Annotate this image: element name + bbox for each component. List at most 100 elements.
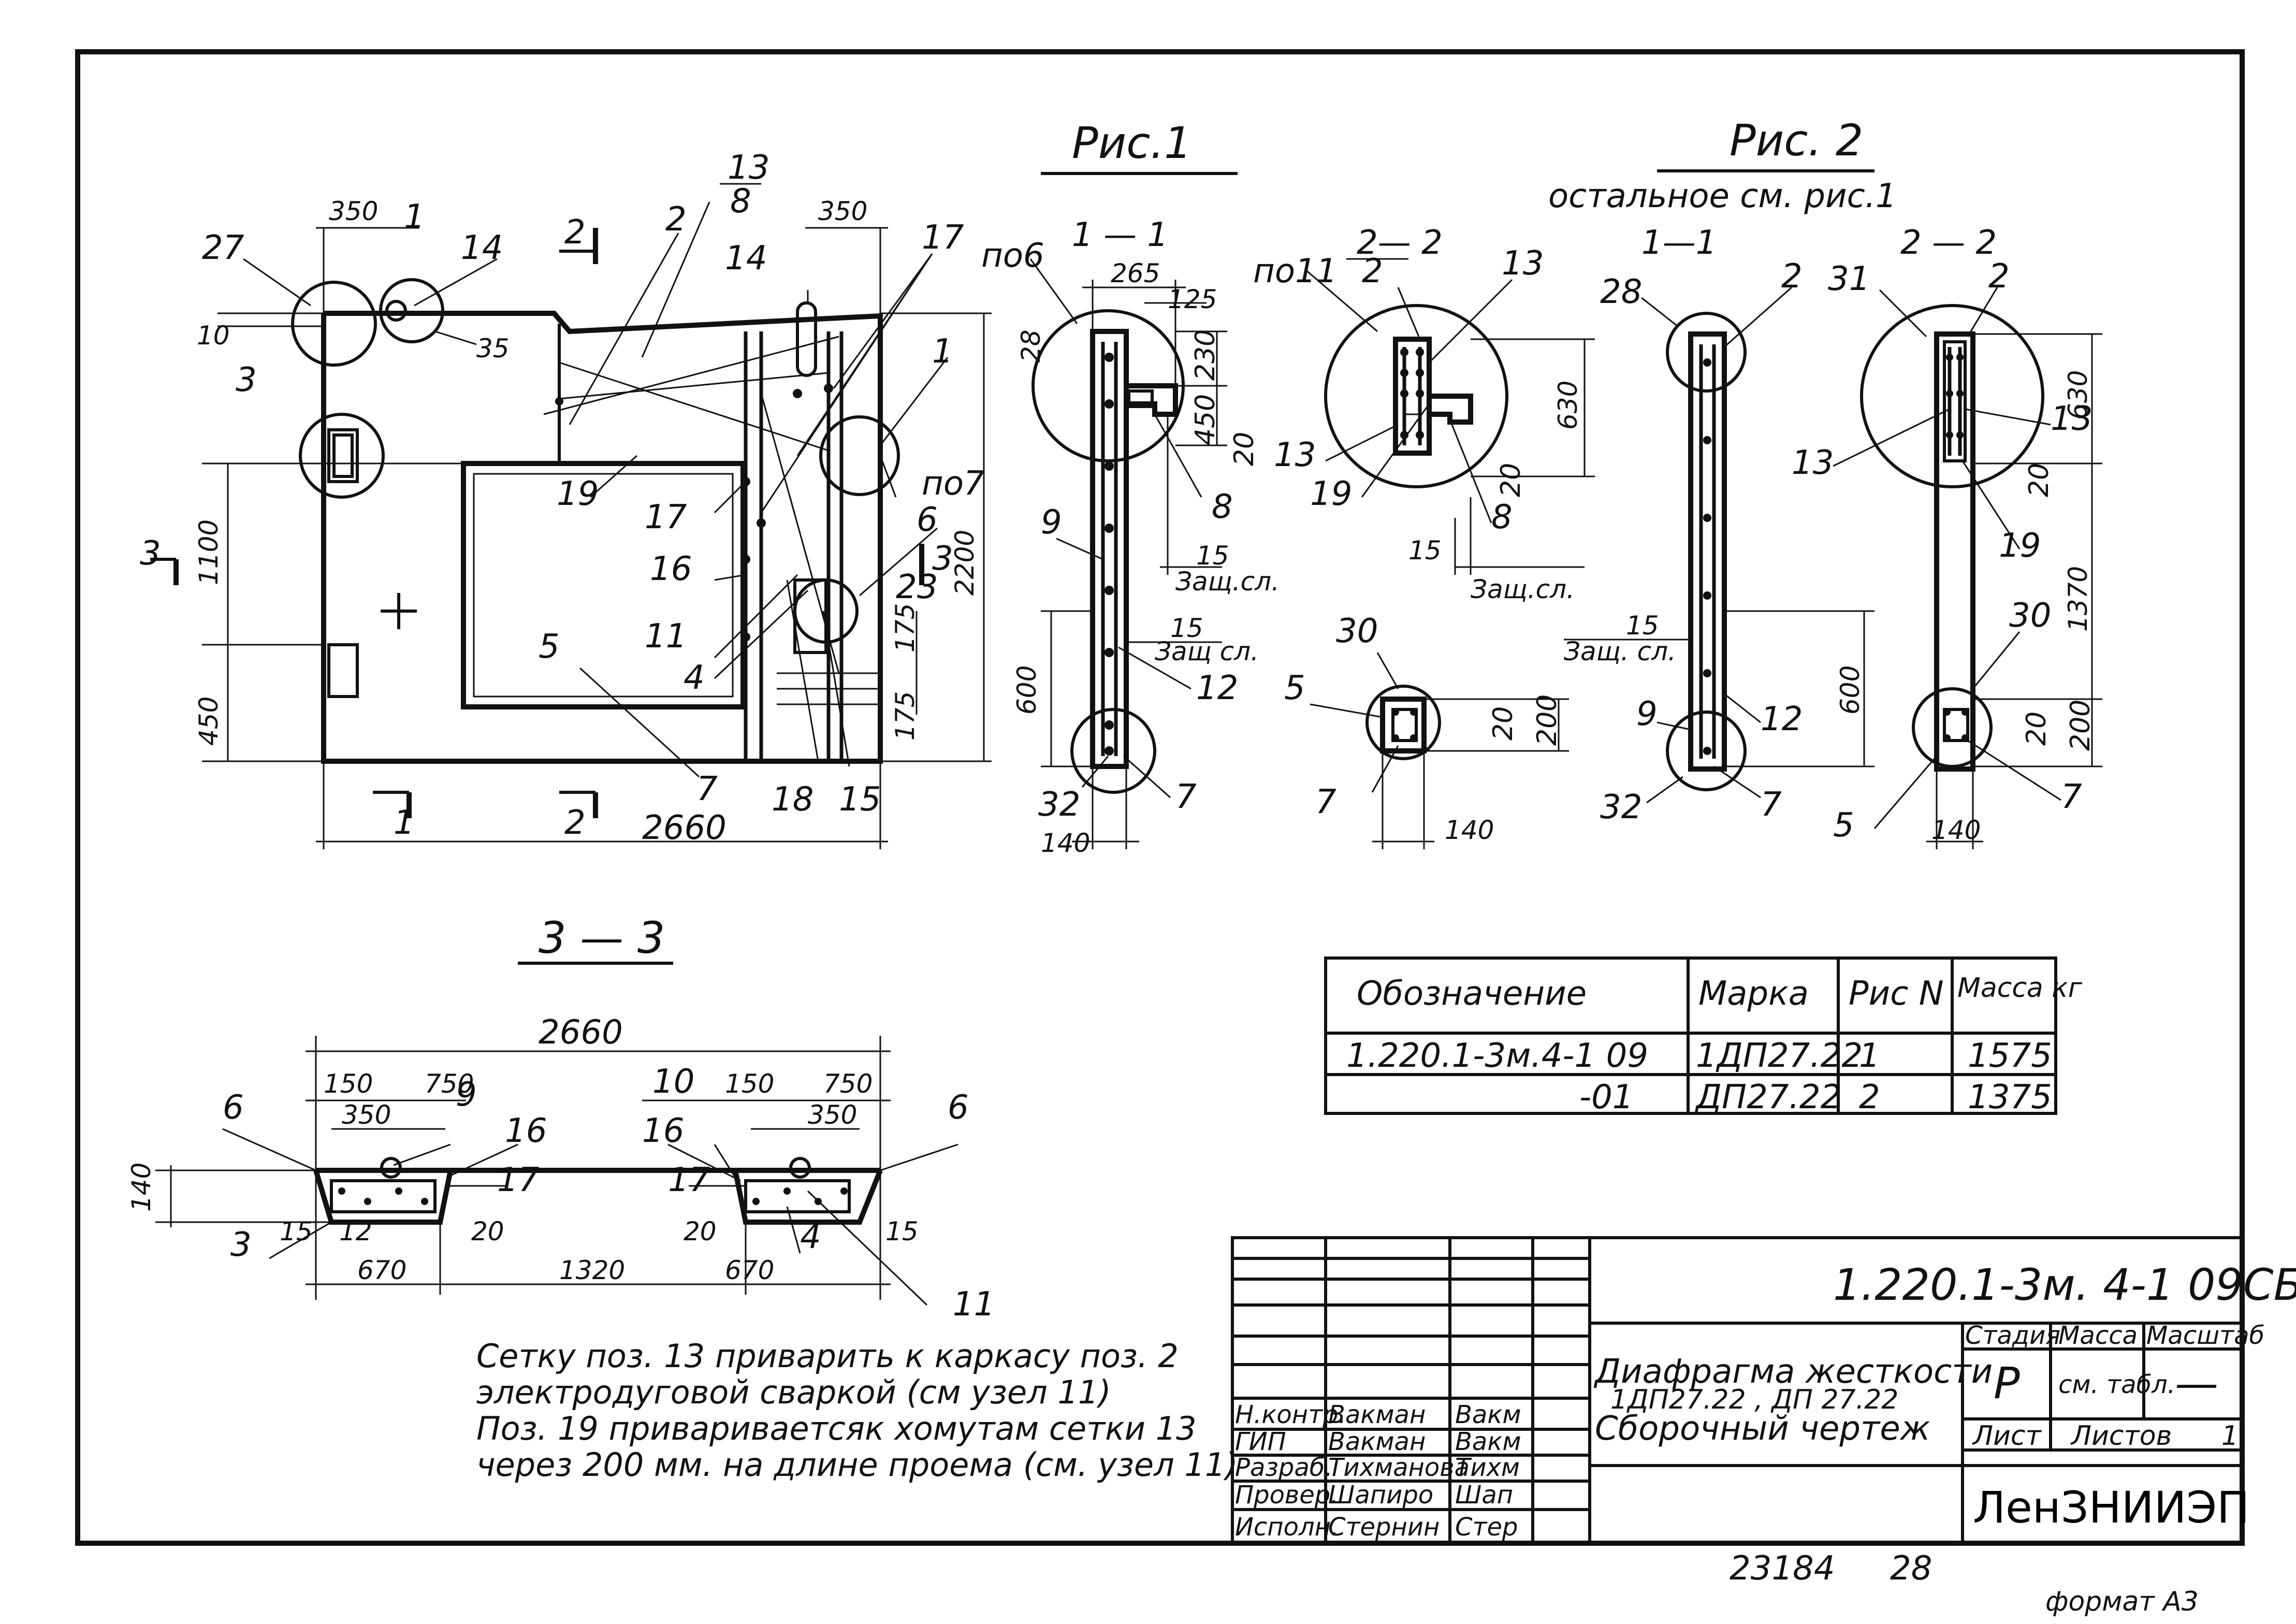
s11-dim-450: 450 xyxy=(1190,394,1221,445)
stamp-stage: Р xyxy=(1994,1358,2020,1409)
footer-page-no: 28 xyxy=(1890,1549,1932,1588)
s33-dim-670-a: 670 xyxy=(357,1255,406,1285)
s33-pos-9: 9 xyxy=(456,1076,477,1114)
pos-17-mid: 17 xyxy=(645,498,687,536)
s33-pos-16-a: 16 xyxy=(505,1112,547,1150)
f2-pos-32: 32 xyxy=(1600,788,1642,827)
s33-dim-20-b: 20 xyxy=(684,1216,717,1246)
f2-dim-20-a: 20 xyxy=(2024,463,2055,497)
s33-dim-670-b: 670 xyxy=(725,1255,774,1285)
f2-pos-12: 12 xyxy=(1761,700,1803,738)
stamp-signature-5: Стер xyxy=(1455,1513,1518,1542)
pos-11-elev: 11 xyxy=(645,617,687,656)
stamp-mass-header: Масса xyxy=(2058,1321,2138,1350)
s22-pos-7: 7 xyxy=(1315,783,1336,821)
s33-dim-350-b: 350 xyxy=(808,1100,857,1130)
dim-175-b: 175 xyxy=(890,691,920,741)
stamp-scale: — xyxy=(2175,1358,2218,1409)
s11-dim-125: 125 xyxy=(1168,284,1217,314)
title-block xyxy=(1231,1236,2244,1545)
table-row-2-mass: 1375 xyxy=(1968,1078,2052,1116)
s33-dim-150-a: 150 xyxy=(324,1069,373,1099)
outer-frame xyxy=(75,49,2245,1546)
stamp-title-1: Диафрагма жесткости xyxy=(1593,1353,1993,1391)
table-header-fig: Рис N xyxy=(1849,975,1944,1013)
s33-pos-16-b: 16 xyxy=(642,1112,684,1150)
pos-3-elev: 3 xyxy=(236,361,257,399)
f2-pos-9: 9 xyxy=(1636,695,1658,733)
table-row-1-fig: 1 xyxy=(1859,1037,1880,1075)
stamp-signature-2: Вакм xyxy=(1455,1427,1521,1456)
stamp-org: ЛенЗНИИЭП xyxy=(1973,1482,2249,1533)
stamp-name-4: Шапиро xyxy=(1328,1481,1433,1510)
stamp-code: 1.220.1-3м. 4-1 09СБ xyxy=(1833,1259,2296,1310)
s33-dim-2660: 2660 xyxy=(539,1013,623,1052)
note-line-4: через 200 мм. на длине проема (см. узел … xyxy=(476,1446,1238,1484)
f2-zasch: Защ. сл. xyxy=(1564,636,1676,666)
s22-node-11: по11 xyxy=(1253,252,1337,291)
dim-1100: 1100 xyxy=(194,519,224,585)
footer-inv-no: 23184 xyxy=(1730,1549,1835,1588)
cut-1-bottom: 1 xyxy=(394,804,415,842)
s22-dim-20-b: 20 xyxy=(1488,706,1519,741)
s11-dim-15-a: 15 xyxy=(1196,541,1229,571)
note-line-3: Поз. 19 привариваетсяк хомутам сетки 13 xyxy=(476,1410,1197,1447)
f2-pos-5: 5 xyxy=(1833,806,1854,845)
s33-pos-17-a: 17 xyxy=(497,1161,540,1199)
pos-17-top: 17 xyxy=(922,219,964,257)
stamp-role-3: Разраб. xyxy=(1235,1453,1333,1482)
stamp-sheet-label: Лист xyxy=(1972,1420,2042,1452)
section-2-2-view xyxy=(1304,268,1595,849)
pos-5-elev: 5 xyxy=(539,628,560,666)
table-row-2-fig: 2 xyxy=(1859,1078,1880,1116)
cut-1-top: 1 xyxy=(404,198,425,236)
pos-23: 23 xyxy=(896,568,938,606)
dim-2200: 2200 xyxy=(950,530,980,596)
s22-dim-140: 140 xyxy=(1445,815,1494,845)
table-header-designation: Обозначение xyxy=(1357,975,1587,1013)
cut-3-left: 3 xyxy=(140,534,161,573)
s11-pos-8: 8 xyxy=(1212,488,1233,526)
pos-8: 8 xyxy=(730,182,751,221)
pos-7-elev: 7 xyxy=(696,770,718,808)
s11-pos-7: 7 xyxy=(1175,778,1197,816)
s11-dim-15-b: 15 xyxy=(1170,613,1203,643)
f2-pos-19: 19 xyxy=(1999,527,2041,565)
s33-dim-150-b: 150 xyxy=(725,1069,774,1099)
stamp-role-4: Провер. xyxy=(1235,1481,1338,1510)
s33-dim-15-a: 15 xyxy=(280,1216,313,1246)
stamp-role-1: Н.контр. xyxy=(1235,1400,1346,1429)
cut-2-top: 2 xyxy=(564,213,586,252)
section-3-3-title: 3 — 3 xyxy=(539,912,665,963)
s11-dim-28: 28 xyxy=(1016,329,1046,363)
stamp-stage-header: Стадия xyxy=(1965,1321,2060,1350)
f2-dim-1370: 1370 xyxy=(2063,566,2093,632)
elevation-view xyxy=(150,201,992,849)
stamp-sheets-label: Листов xyxy=(2070,1420,2172,1452)
stamp-signature-3: Тихм xyxy=(1455,1453,1520,1482)
pos-18: 18 xyxy=(772,780,813,819)
s11-node-6: по6 xyxy=(981,237,1044,275)
table-row-1-mass: 1575 xyxy=(1968,1037,2052,1075)
s33-dim-12: 12 xyxy=(339,1216,372,1246)
pos-4-elev: 4 xyxy=(684,659,705,697)
section-2-2-title: 2— 2 xyxy=(1357,224,1443,262)
fig1-title: Рис.1 xyxy=(1072,118,1192,168)
stamp-title-2: 1ДП27.22 , ДП 27.22 xyxy=(1610,1384,1898,1415)
pos-13: 13 xyxy=(728,149,769,187)
s22-dim-20-a: 20 xyxy=(1495,463,1527,497)
note-line-2: электродуговой сваркой (см узел 11) xyxy=(476,1373,1111,1411)
pos-16-elev: 16 xyxy=(650,550,692,588)
stamp-mass: см. табл. xyxy=(2058,1370,2175,1399)
pos-14-a: 14 xyxy=(461,229,503,267)
node-7: по7 xyxy=(922,465,985,503)
f2-pos-28: 28 xyxy=(1600,273,1642,311)
s22-dim-200: 200 xyxy=(1532,694,1563,746)
s33-pos-10: 10 xyxy=(652,1063,694,1101)
stamp-name-5: Стернин xyxy=(1328,1513,1440,1542)
s33-dim-140: 140 xyxy=(126,1163,156,1212)
s11-dim-600: 600 xyxy=(1012,665,1042,715)
pos-14-b: 14 xyxy=(725,239,767,278)
s11-pos-32: 32 xyxy=(1038,786,1080,824)
section-2-2b-title: 2 — 2 xyxy=(1900,224,1997,262)
